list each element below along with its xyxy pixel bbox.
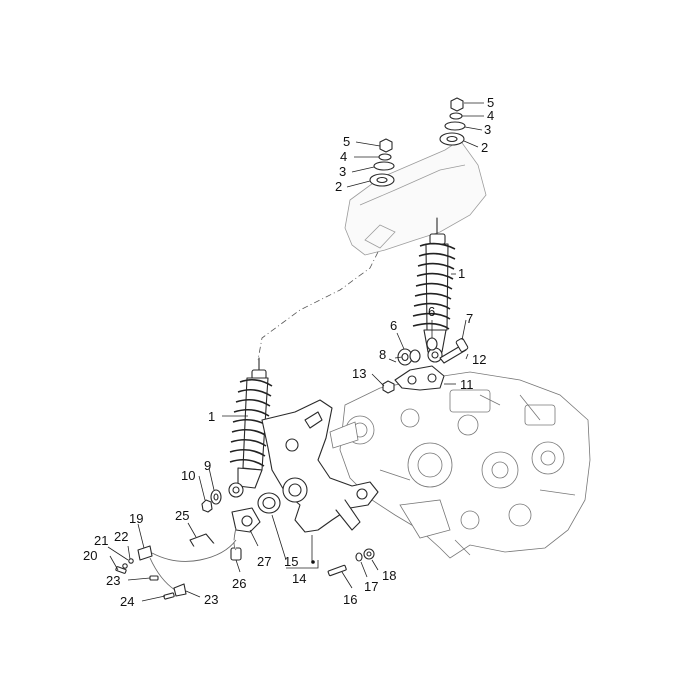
frame-bracket — [344, 139, 487, 256]
callout-22: 22 — [114, 529, 128, 544]
mount-hardware-right — [439, 97, 466, 146]
callout-9: 9 — [204, 458, 211, 473]
callout-17: 17 — [364, 579, 378, 594]
swing-arm-bracket — [261, 399, 379, 533]
shock-absorber-rear-left — [228, 357, 273, 498]
callout-10: 10 — [181, 468, 195, 483]
callout-6-right: 6 — [428, 304, 435, 319]
shock-absorber-rear-right — [412, 217, 456, 363]
callout-21: 21 — [94, 533, 108, 548]
callout-27: 27 — [257, 554, 271, 569]
callout-13: 13 — [352, 366, 366, 381]
callout-24: 24 — [120, 594, 134, 609]
callout-4-right: 4 — [487, 108, 494, 123]
callout-23-upper: 23 — [106, 573, 120, 588]
callout-2-right: 2 — [481, 140, 488, 155]
callout-5-right: 5 — [487, 95, 494, 110]
leader-lines — [107, 102, 484, 602]
callout-19: 19 — [129, 511, 143, 526]
callout-1-lower: 1 — [208, 409, 215, 424]
callout-3-left: 3 — [339, 164, 346, 179]
seal-ring — [257, 492, 281, 514]
callout-labels: 5 4 3 2 5 4 3 2 1 6 6 7 8 12 13 11 1 10 … — [83, 95, 494, 609]
callout-18: 18 — [382, 568, 396, 583]
callout-1-upper: 1 — [458, 266, 465, 281]
washer-nut-lower — [201, 489, 222, 513]
callout-4-left: 4 — [340, 149, 347, 164]
callout-25: 25 — [175, 508, 189, 523]
callout-5-left: 5 — [343, 134, 350, 149]
mount-hardware-left — [369, 138, 395, 187]
callout-12: 12 — [472, 352, 486, 367]
engine-assembly — [329, 371, 591, 559]
bolt-washer-nut-lower — [327, 548, 375, 577]
callout-8: 8 — [379, 347, 386, 362]
callout-14: 14 — [292, 571, 306, 586]
callout-11: 11 — [460, 377, 474, 392]
cable-clamp-assembly — [115, 539, 237, 600]
callout-7: 7 — [466, 311, 473, 326]
assembly-line — [257, 251, 379, 361]
callout-16: 16 — [343, 592, 357, 607]
callout-15: 15 — [284, 554, 298, 569]
callout-23-lower: 23 — [204, 592, 218, 607]
callout-3-right: 3 — [484, 122, 491, 137]
callout-2-left: 2 — [335, 179, 342, 194]
group-bracket-14-15 — [286, 560, 319, 569]
callout-6-left: 6 — [390, 318, 397, 333]
callout-26: 26 — [232, 576, 246, 591]
sensor-assembly — [230, 507, 261, 561]
callout-20: 20 — [83, 548, 97, 563]
lower-mount-hardware — [382, 337, 469, 394]
